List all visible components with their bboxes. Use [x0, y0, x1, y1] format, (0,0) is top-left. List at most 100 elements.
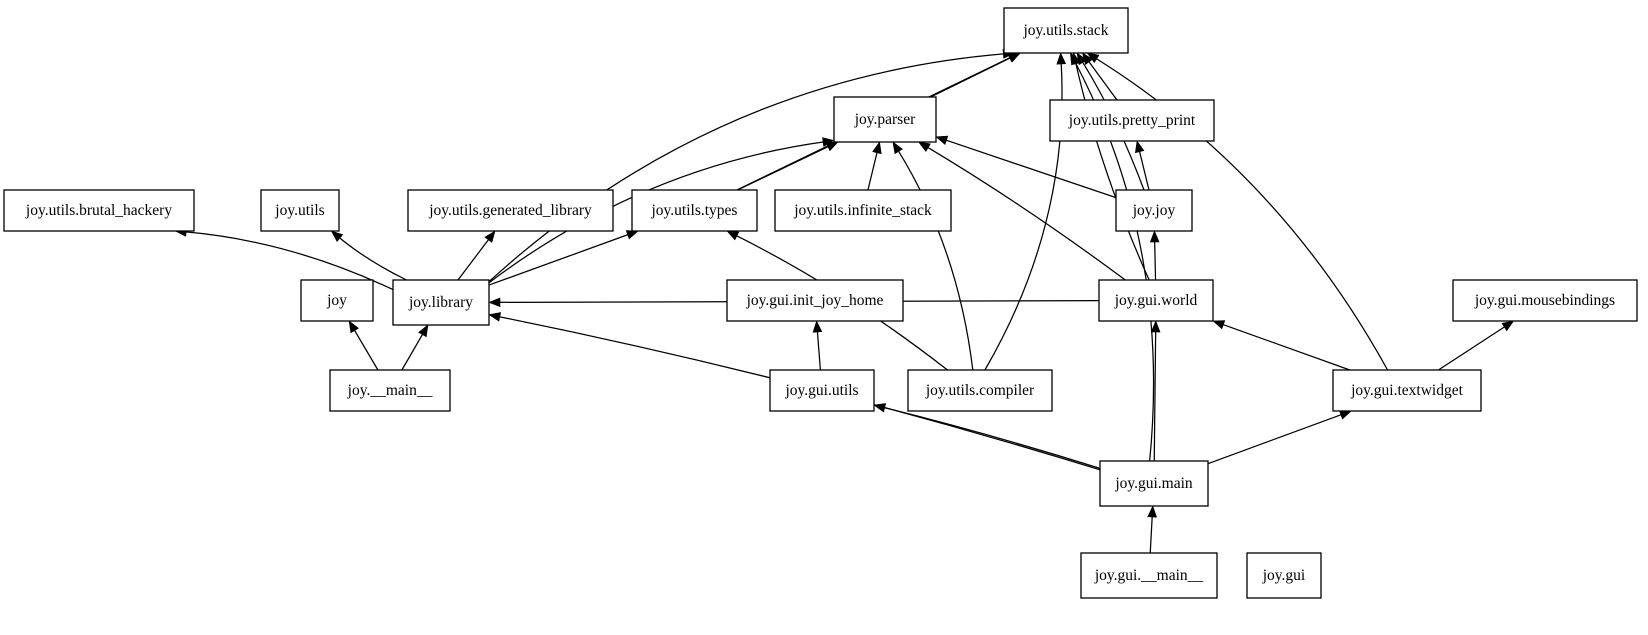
- edge-arrowhead: [825, 141, 839, 152]
- graph-node-joy-utils-compiler[interactable]: joy.utils.compiler: [907, 369, 1053, 412]
- graph-node-joy-parser[interactable]: joy.parser: [833, 96, 937, 143]
- node-box[interactable]: [833, 96, 937, 143]
- edge-arrowhead: [1147, 505, 1157, 518]
- node-box[interactable]: [1003, 7, 1129, 54]
- graph-node-joy-library[interactable]: joy.library: [392, 279, 490, 326]
- node-label: joy.gui.init_joy_home: [746, 292, 884, 309]
- graph-edge-joy-gui-main-to-joy-gui-main: [1149, 515, 1153, 554]
- edge-arrowhead: [726, 230, 740, 241]
- graph-edge-joy-gui-world-to-joy-parser: [926, 146, 1126, 281]
- node-box[interactable]: [726, 279, 904, 322]
- node-box[interactable]: [769, 369, 875, 412]
- node-label: joy.joy: [1132, 202, 1176, 219]
- node-label: joy.utils.pretty_print: [1068, 112, 1196, 129]
- edge-arrowhead: [1056, 52, 1067, 65]
- edge-arrowhead: [917, 141, 931, 152]
- node-box[interactable]: [1332, 369, 1482, 412]
- graph-node-joy[interactable]: joy: [300, 279, 374, 322]
- edge-arrowhead: [625, 230, 639, 240]
- graph-edge-joy-library-to-joy-utils-brutal-hackery: [184, 231, 394, 291]
- edge-arrowhead: [1149, 230, 1160, 243]
- node-box[interactable]: [1452, 279, 1638, 322]
- graph-edge-joy-gui-main-to-joy-gui-utils: [882, 406, 1101, 469]
- graph-node-joy-utils-generated-library[interactable]: joy.utils.generated_library: [407, 189, 614, 232]
- graph-edge-joy-main-to-joy-library: [401, 332, 424, 371]
- graph-edge-joy-gui-textwidget-to-joy-gui-world: [1221, 323, 1351, 371]
- graph-edge-joy-library-to-joy-utils-stack: [488, 53, 1006, 283]
- graph-node-joy-gui[interactable]: joy.gui: [1246, 552, 1322, 599]
- graph-node-joy-utils-brutal-hackery[interactable]: joy.utils.brutal_hackery: [3, 189, 195, 232]
- edge-arrowhead: [484, 230, 496, 243]
- graph-edge-joy-library-to-joy-utils: [338, 236, 407, 281]
- graph-node-joy-gui-main[interactable]: joy.gui.__main__: [1080, 552, 1218, 599]
- node-label: joy.utils: [274, 202, 324, 219]
- node-box[interactable]: [1080, 552, 1218, 599]
- graph-edge-joy-joy-to-joy-utils-pretty-print: [1138, 149, 1150, 191]
- edge-arrowhead: [1150, 320, 1161, 333]
- node-box[interactable]: [3, 189, 195, 232]
- graph-node-joy-gui-textwidget[interactable]: joy.gui.textwidget: [1332, 369, 1482, 412]
- nodes-layer: joy.utils.stack joy.parser joy.utils.prett…: [3, 7, 1638, 599]
- graph-node-joy-utils-types[interactable]: joy.utils.types: [631, 189, 758, 232]
- node-label: joy.parser: [854, 111, 916, 128]
- graph-node-joy-gui-world[interactable]: joy.gui.world: [1098, 279, 1214, 322]
- graph-edge-joy-gui-world-to-joy-utils-stack: [1074, 61, 1150, 281]
- node-label: joy.gui.__main__: [1094, 567, 1204, 584]
- edge-arrowhead: [812, 320, 823, 333]
- graph-node-joy-utils[interactable]: joy.utils: [260, 189, 340, 232]
- edge-arrowhead: [488, 297, 501, 308]
- node-label: joy.gui.world: [1114, 292, 1198, 309]
- edge-arrowhead: [935, 135, 949, 145]
- node-box[interactable]: [907, 369, 1053, 412]
- graph-node-joy-gui-utils[interactable]: joy.gui.utils: [769, 369, 875, 412]
- graph-node-joy-joy[interactable]: joy.joy: [1115, 189, 1193, 232]
- node-box[interactable]: [260, 189, 340, 232]
- graph-node-joy-gui-init-joy-home[interactable]: joy.gui.init_joy_home: [726, 279, 904, 322]
- node-box[interactable]: [1049, 99, 1215, 142]
- edge-arrowhead: [892, 141, 903, 155]
- graph-edge-joy-utils-infinite-stack-to-joy-parser: [867, 150, 879, 191]
- node-box[interactable]: [1115, 189, 1193, 232]
- node-label: joy.utils.compiler: [925, 382, 1035, 399]
- edge-arrowhead: [488, 312, 502, 322]
- edge-arrowhead: [1338, 410, 1352, 420]
- node-label: joy.__main__: [347, 382, 433, 399]
- node-box[interactable]: [774, 189, 952, 232]
- node-label: joy.utils.generated_library: [428, 202, 592, 219]
- graph-edge-joy-library-to-joy-utils-generated-library: [457, 237, 490, 281]
- graph-node-joy-utils-infinite-stack[interactable]: joy.utils.infinite_stack: [774, 189, 952, 232]
- graph-node-joy-gui-mousebindings[interactable]: joy.gui.mousebindings: [1452, 279, 1638, 322]
- edge-arrowhead: [873, 403, 887, 413]
- node-box[interactable]: [1099, 460, 1209, 507]
- graph-edge-joy-gui-main-to-joy-gui-textwidget: [1207, 413, 1343, 465]
- node-box[interactable]: [631, 189, 758, 232]
- node-label: joy.gui.main: [1114, 475, 1193, 492]
- edge-arrowhead: [1212, 320, 1226, 330]
- edge-arrowhead: [1069, 52, 1080, 66]
- graph-edge-joy-utils-pretty-print-to-joy-utils-stack: [1087, 60, 1118, 101]
- node-label: joy.gui: [1262, 567, 1306, 584]
- graph-node-joy-gui-main[interactable]: joy.gui.main: [1099, 460, 1209, 507]
- edge-arrowhead: [418, 324, 429, 338]
- node-label: joy.gui.utils: [784, 382, 858, 399]
- node-label: joy.utils.types: [651, 202, 738, 219]
- node-box[interactable]: [1246, 552, 1322, 599]
- node-box[interactable]: [392, 279, 490, 326]
- graph-node-joy-utils-stack[interactable]: joy.utils.stack: [1003, 7, 1129, 54]
- node-label: joy.gui.textwidget: [1350, 382, 1463, 399]
- graph-edge-joy-gui-main-to-joy-gui-world: [1153, 330, 1157, 462]
- node-label: joy.gui.mousebindings: [1474, 292, 1615, 309]
- node-box[interactable]: [329, 369, 451, 412]
- edge-arrowhead: [1086, 52, 1100, 64]
- node-box[interactable]: [407, 189, 614, 232]
- node-label: joy.utils.infinite_stack: [793, 202, 932, 219]
- node-box[interactable]: [300, 279, 374, 322]
- graph-edge-joy-gui-textwidget-to-joy-gui-mousebindings: [1438, 325, 1507, 371]
- graph-node-joy-main[interactable]: joy.__main__: [329, 369, 451, 412]
- node-label: joy.utils.brutal_hackery: [25, 202, 172, 219]
- graph-node-joy-utils-pretty-print[interactable]: joy.utils.pretty_print: [1049, 99, 1215, 142]
- node-box[interactable]: [1098, 279, 1214, 322]
- node-label: joy.library: [408, 294, 473, 311]
